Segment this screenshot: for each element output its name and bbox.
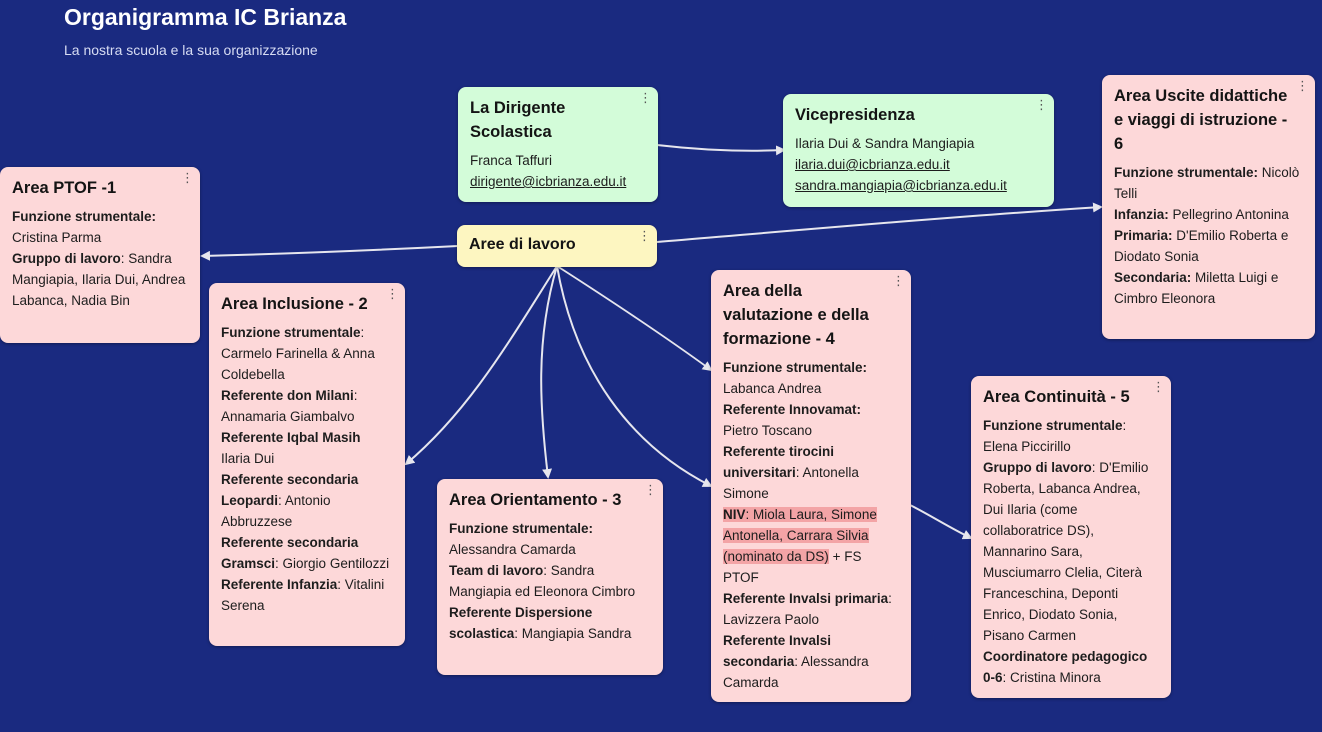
card-title: Vicepresidenza [795,106,915,124]
more-vertical-icon[interactable]: ⋮ [1152,379,1165,394]
card-aree-di-lavoro[interactable]: ⋮ Aree di lavoro [457,225,657,267]
card-area-orientamento[interactable]: ⋮ Area Orientamento - 3 Funzione strumen… [437,479,663,675]
more-vertical-icon[interactable]: ⋮ [1296,78,1309,93]
card-area-ptof[interactable]: ⋮ Area PTOF -1 Funzione strumentale:Cris… [0,167,200,343]
more-vertical-icon[interactable]: ⋮ [892,273,905,288]
connector-aree-ptof[interactable] [200,245,459,261]
connector-aree-uscite[interactable] [656,202,1103,243]
card-area-inclusione[interactable]: ⋮ Area Inclusione - 2 Funzione strumenta… [209,283,405,646]
card-title: Area PTOF -1 [12,179,117,197]
valutazione-row-3: Referente tirocini universitari: Antonel… [723,444,859,501]
card-area-uscite[interactable]: ⋮ Area Uscite didattiche e viaggi di ist… [1102,75,1315,339]
more-vertical-icon[interactable]: ⋮ [386,286,399,301]
card-title: Area Continuità - 5 [983,388,1130,406]
uscite-row-2: Infanzia: Pellegrino Antonina [1114,207,1289,222]
inclusione-row-1: Funzione strumentale: Carmelo Farinella … [221,325,375,382]
connector-valutazione-continuita[interactable] [909,504,973,540]
valutazione-row-6: Referente Invalsi secondaria: Alessandra… [723,633,869,690]
vice-email-2-link[interactable]: sandra.mangiapia@icbrianza.edu.it [795,178,1007,193]
vice-email-1-link[interactable]: ilaria.dui@icbrianza.edu.it [795,157,950,172]
card-area-valutazione[interactable]: ⋮ Area della valutazione e della formazi… [711,270,911,702]
card-title: La Dirigente Scolastica [470,99,566,141]
vice-names: Ilaria Dui & Sandra Mangiapia [795,136,975,151]
more-vertical-icon[interactable]: ⋮ [644,482,657,497]
inclusione-row-4: Referente secondaria Leopardi: Antonio A… [221,472,359,529]
board-subtitle: La nostra scuola e la sua organizzazione [64,42,318,58]
continuita-row-1: Funzione strumentale: Elena Piccirillo [983,418,1127,454]
connector-dirigente-vice[interactable] [656,144,786,156]
dirigente-name: Franca Taffuri [470,153,553,168]
card-area-continuita[interactable]: ⋮ Area Continuità - 5 Funzione strumenta… [971,376,1171,698]
connector-aree-inclusione[interactable] [404,265,558,466]
board-title: Organigramma IC Brianza [64,4,347,30]
valutazione-row-1: Funzione strumentale: Labanca Andrea [723,360,868,396]
orientamento-row-3: Referente Dispersione scolastica: Mangia… [449,605,632,641]
uscite-row-3: Primaria: D'Emilio Roberta e Diodato Son… [1114,228,1289,264]
ptof-funzione: Funzione strumentale:Cristina Parma [12,209,157,245]
valutazione-row-5: Referente Invalsi primaria: Lavizzera Pa… [723,591,892,627]
inclusione-row-3: Referente Iqbal Masih Ilaria Dui [221,430,361,466]
inclusione-row-5: Referente secondaria Gramsci: Giorgio Ge… [221,535,390,571]
more-vertical-icon[interactable]: ⋮ [181,170,194,185]
dirigente-email-link[interactable]: dirigente@icbrianza.edu.it [470,174,627,189]
ptof-gruppo: Gruppo di lavoro: Sandra Mangiapia, Ilar… [12,251,186,308]
orientamento-row-2: Team di lavoro: Sandra Mangiapia ed Eleo… [449,563,636,599]
connector-aree-valutazione-2 [556,265,713,372]
inclusione-row-6: Referente Infanzia: Vitalini Serena [221,577,385,613]
card-title: Aree di lavoro [469,236,576,253]
connector-aree-orientamento[interactable] [540,265,558,479]
valutazione-row-2: Referente Innovamat: Pietro Toscano [723,402,862,438]
uscite-row-4: Secondaria: Miletta Luigi e Cimbro Eleon… [1114,270,1279,306]
card-title: Area Uscite didattiche e viaggi di istru… [1114,87,1288,153]
connector-aree-valutazione-1[interactable] [556,265,713,487]
card-vicepresidenza[interactable]: ⋮ Vicepresidenza Ilaria Dui & Sandra Man… [783,94,1054,207]
more-vertical-icon[interactable]: ⋮ [1035,97,1048,112]
card-dirigente[interactable]: ⋮ La Dirigente Scolastica Franca Taffuri… [458,87,658,202]
orientamento-row-1: Funzione strumentale: Alessandra Camarda [449,521,594,557]
card-title: Area Inclusione - 2 [221,295,368,313]
valutazione-row-4: NIV: Miola Laura, Simone Antonella, Carr… [723,507,877,585]
more-vertical-icon[interactable]: ⋮ [638,228,651,243]
inclusione-row-2: Referente don Milani: Annamaria Giambalv… [221,388,358,424]
continuita-row-2: Gruppo di lavoro: D'Emilio Roberta, Laba… [983,460,1149,643]
card-title: Area Orientamento - 3 [449,491,622,509]
uscite-row-1: Funzione strumentale: Nicolò Telli [1114,165,1300,201]
card-title: Area della valutazione e della formazion… [723,282,869,348]
continuita-row-3: Coordinatore pedagogico 0-6: Cristina Mi… [983,649,1148,685]
more-vertical-icon[interactable]: ⋮ [639,90,652,105]
